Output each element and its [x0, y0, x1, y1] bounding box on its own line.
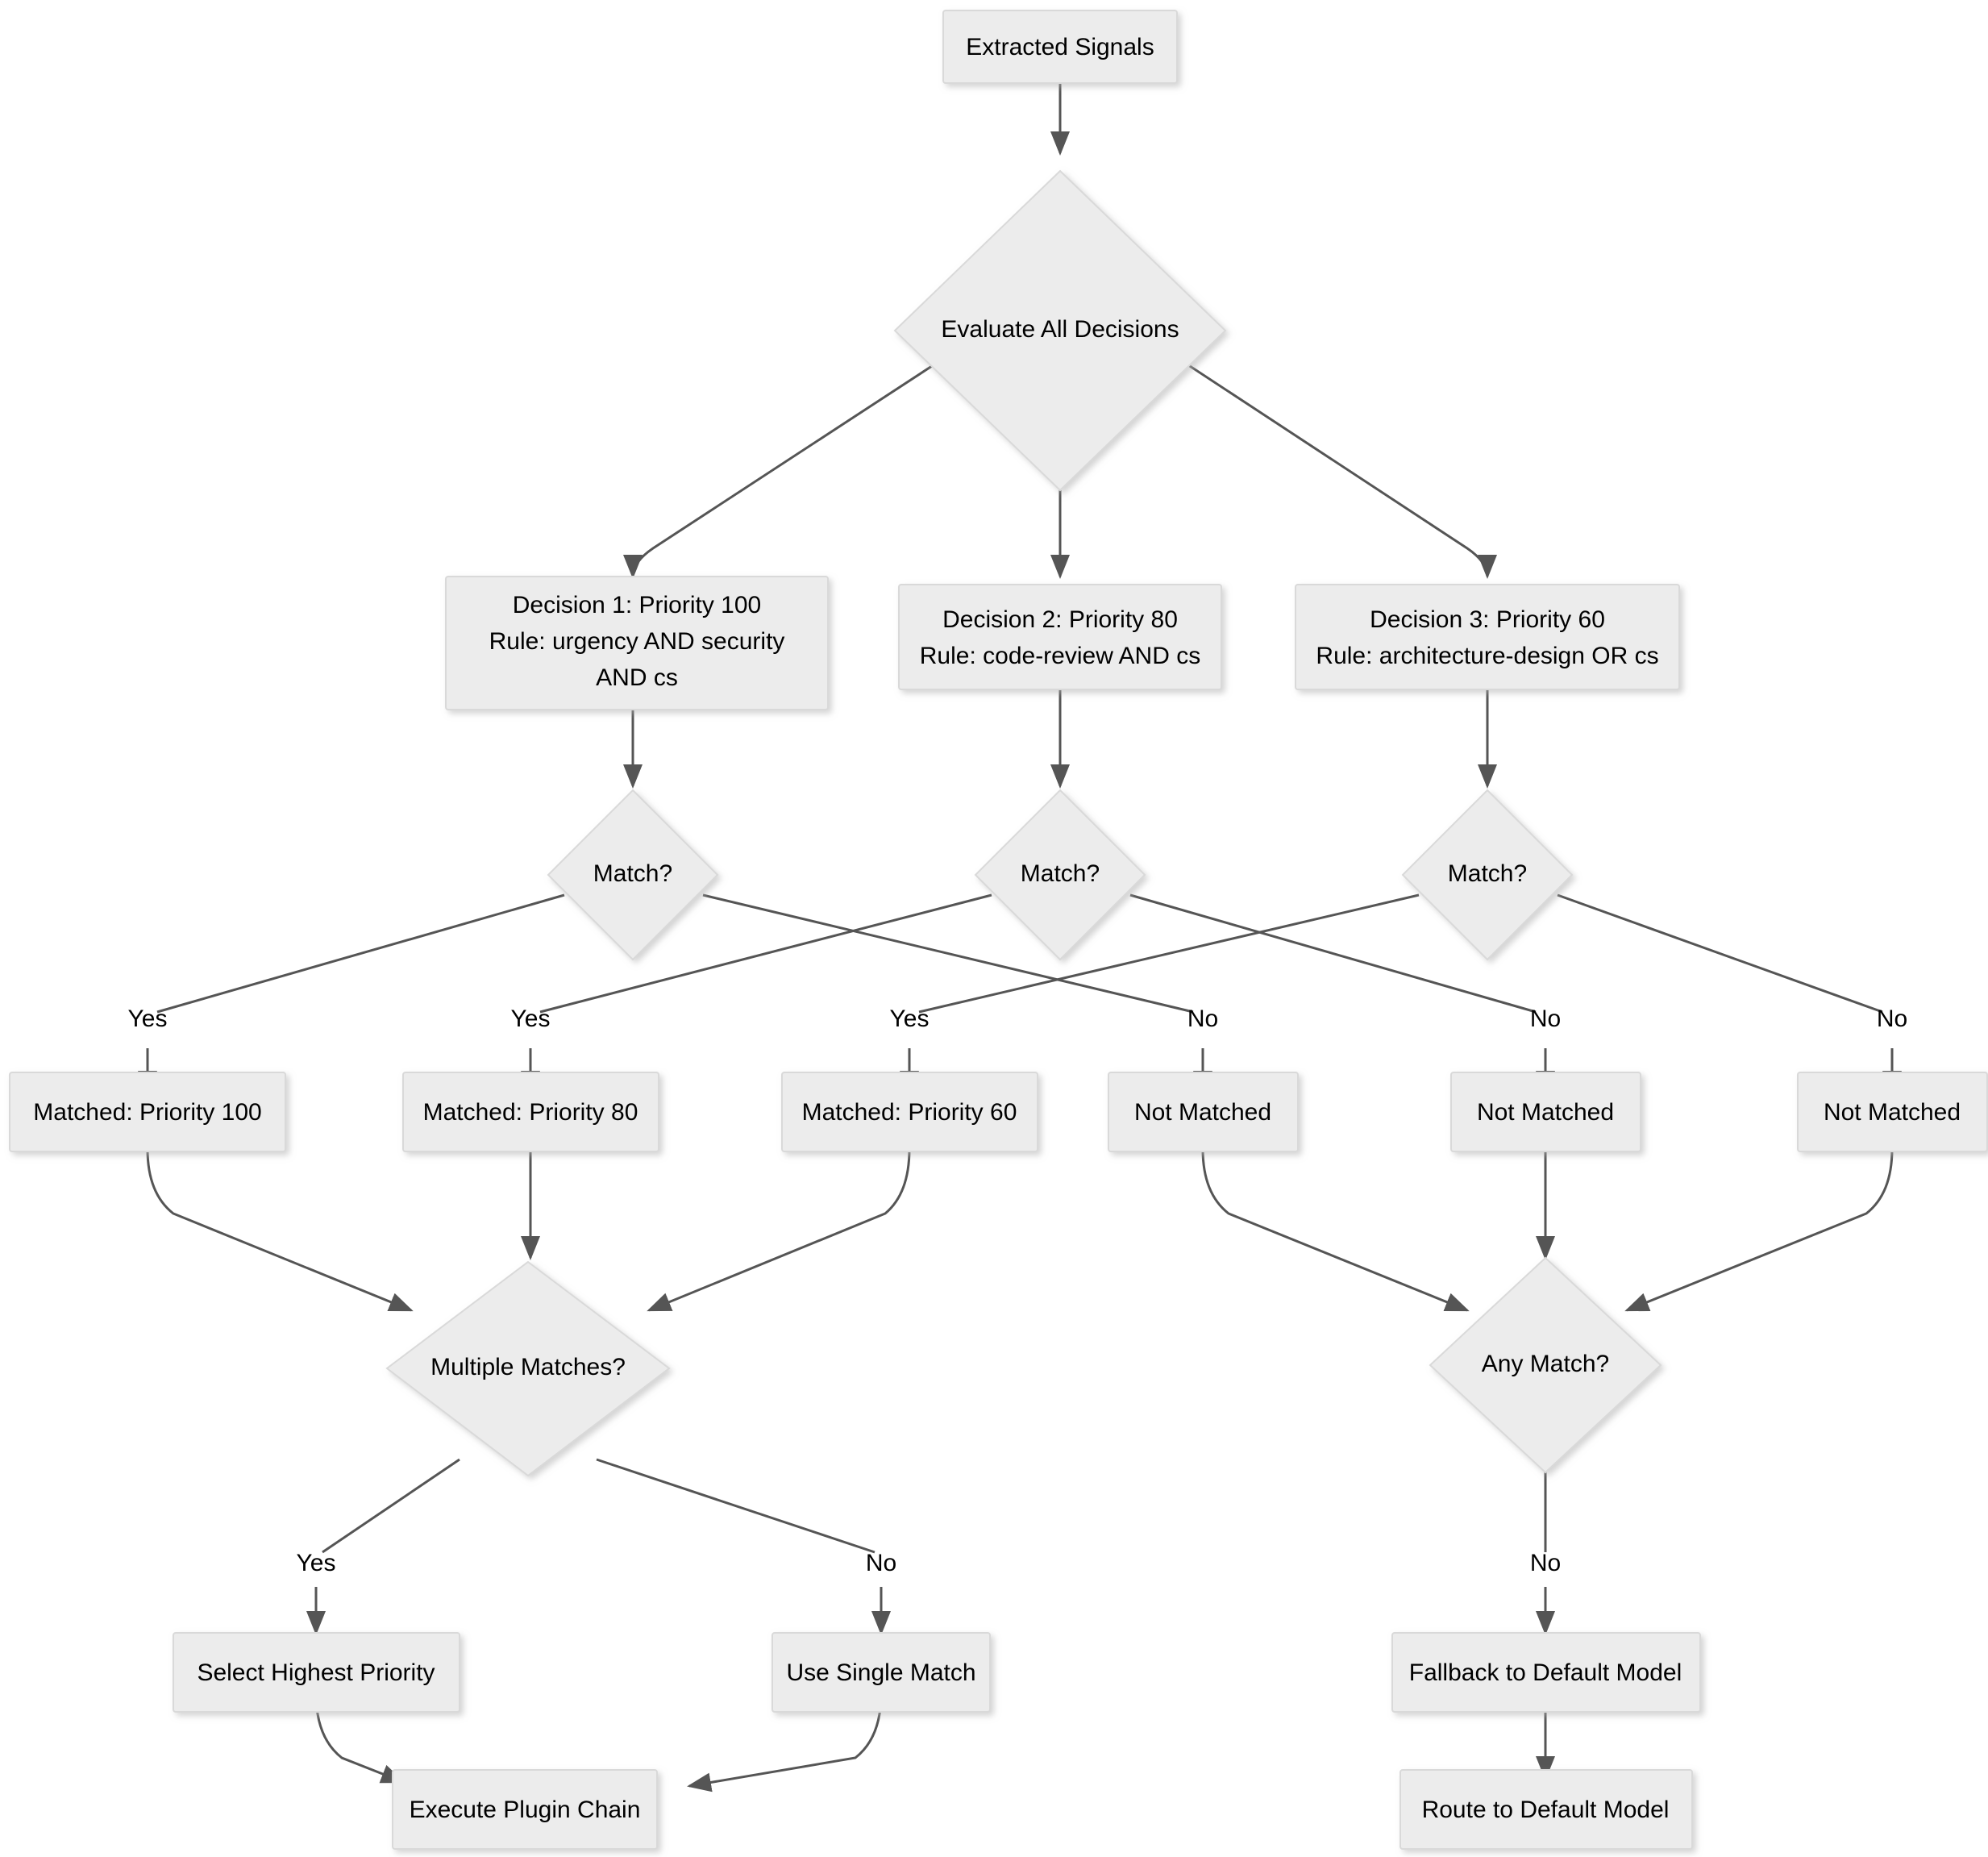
node-use-single-match[interactable]: Use Single Match: [771, 1632, 991, 1713]
edge-match2-no: [1129, 893, 1537, 1014]
node-select-highest-priority-label: Select Highest Priority: [197, 1659, 435, 1686]
node-match-2[interactable]: Match?: [974, 789, 1146, 961]
node-decision-1[interactable]: Decision 1: Priority 100 Rule: urgency A…: [445, 576, 829, 710]
node-evaluate-all-decisions-label: Evaluate All Decisions: [941, 316, 1179, 343]
edge-matched60-multiple: [647, 1148, 911, 1312]
edge-label-no-multiple: No: [866, 1550, 896, 1576]
node-decision-3-shape[interactable]: [1295, 584, 1680, 690]
node-multiple-matches-shape[interactable]: [385, 1260, 671, 1477]
node-fallback-to-default-model-shape[interactable]: [1391, 1632, 1701, 1713]
node-match-2-shape[interactable]: [974, 789, 1146, 961]
node-match-2-label: Match?: [1021, 860, 1100, 887]
node-matched-priority-60-label: Matched: Priority 60: [802, 1099, 1017, 1126]
node-decision-1-line-3: AND cs: [596, 664, 678, 691]
node-extracted-signals-shape[interactable]: [942, 10, 1178, 84]
edge-multiple-yes: [322, 1458, 460, 1554]
node-use-single-match-label: Use Single Match: [786, 1659, 975, 1686]
edge-match1-yes: [156, 893, 565, 1014]
node-matched-priority-100[interactable]: Matched: Priority 100: [9, 1072, 286, 1152]
edge-evaluate-decision1: [623, 349, 956, 579]
node-select-highest-priority-shape[interactable]: [173, 1632, 460, 1713]
node-matched-priority-100-label: Matched: Priority 100: [33, 1099, 261, 1126]
node-route-to-default-model[interactable]: Route to Default Model: [1400, 1769, 1693, 1850]
node-not-matched-2-label: Not Matched: [1477, 1099, 1614, 1126]
node-match-1-shape[interactable]: [547, 789, 719, 961]
node-not-matched-2[interactable]: Not Matched: [1450, 1072, 1641, 1152]
node-match-3[interactable]: Match?: [1401, 789, 1574, 961]
node-decision-1-line-1: Decision 1: Priority 100: [513, 592, 761, 618]
node-not-matched-1[interactable]: Not Matched: [1108, 1072, 1299, 1152]
node-any-match-shape[interactable]: [1429, 1256, 1662, 1474]
node-match-3-shape[interactable]: [1401, 789, 1574, 961]
node-matched-priority-80-label: Matched: Priority 80: [423, 1099, 638, 1126]
edge-match2-yes: [539, 893, 992, 1014]
edge-label-yes-multiple: Yes: [297, 1550, 336, 1576]
edge-labels-layer: Yes Yes Yes No No No Yes No No: [128, 1006, 1908, 1576]
edge-evaluate-decision3: [1166, 349, 1497, 579]
node-match-1[interactable]: Match?: [547, 789, 719, 961]
edge-label-no-2: No: [1530, 1006, 1561, 1032]
edge-match3-yes: [918, 893, 1420, 1014]
node-decision-3[interactable]: Decision 3: Priority 60 Rule: architectu…: [1295, 584, 1680, 690]
edge-multiple-no: [596, 1458, 875, 1554]
node-evaluate-all-decisions[interactable]: Evaluate All Decisions: [893, 169, 1227, 492]
node-execute-plugin-chain[interactable]: Execute Plugin Chain: [392, 1769, 658, 1850]
node-extracted-signals-label: Extracted Signals: [966, 34, 1154, 60]
edge-notmatched1-anymatch: [1201, 1148, 1470, 1312]
node-match-3-label: Match?: [1448, 860, 1527, 887]
node-use-single-match-shape[interactable]: [771, 1632, 991, 1713]
node-decision-2-shape[interactable]: [898, 584, 1222, 690]
node-decision-1-line-2: Rule: urgency AND security: [489, 628, 785, 655]
node-decision-2[interactable]: Decision 2: Priority 80 Rule: code-revie…: [898, 584, 1222, 690]
node-not-matched-1-shape[interactable]: [1108, 1072, 1299, 1152]
edge-label-yes-3: Yes: [890, 1006, 930, 1032]
node-multiple-matches[interactable]: Multiple Matches?: [385, 1260, 671, 1477]
node-matched-priority-60[interactable]: Matched: Priority 60: [781, 1072, 1038, 1152]
edge-label-no-anymatch: No: [1530, 1550, 1561, 1576]
node-multiple-matches-label: Multiple Matches?: [430, 1354, 626, 1380]
edge-label-no-1: No: [1187, 1006, 1218, 1032]
node-not-matched-2-shape[interactable]: [1450, 1072, 1641, 1152]
edges-layer: [138, 83, 1902, 1792]
node-fallback-to-default-model[interactable]: Fallback to Default Model: [1391, 1632, 1701, 1713]
node-execute-plugin-chain-label: Execute Plugin Chain: [410, 1797, 641, 1823]
node-not-matched-1-label: Not Matched: [1134, 1099, 1271, 1126]
edge-label-no-3: No: [1877, 1006, 1907, 1032]
node-decision-2-line-2: Rule: code-review AND cs: [920, 643, 1200, 669]
node-evaluate-all-decisions-shape[interactable]: [893, 169, 1227, 492]
edge-label-yes-1: Yes: [128, 1006, 168, 1032]
edge-notmatched3-anymatch: [1624, 1148, 1894, 1312]
edge-matched100-multiple: [146, 1148, 414, 1312]
node-decision-3-line-2: Rule: architecture-design OR cs: [1316, 643, 1658, 669]
node-matched-priority-100-shape[interactable]: [9, 1072, 286, 1152]
node-route-to-default-model-shape[interactable]: [1400, 1769, 1693, 1850]
edge-match1-no: [702, 893, 1194, 1014]
node-decision-3-line-1: Decision 3: Priority 60: [1370, 606, 1605, 633]
node-route-to-default-model-label: Route to Default Model: [1422, 1797, 1670, 1823]
node-decision-1-shape[interactable]: [445, 576, 829, 710]
node-execute-plugin-chain-shape[interactable]: [392, 1769, 658, 1850]
node-extracted-signals[interactable]: Extracted Signals: [942, 10, 1178, 84]
node-not-matched-3-label: Not Matched: [1824, 1099, 1961, 1126]
nodes-layer: Extracted Signals Evaluate All Decisions…: [9, 10, 1988, 1850]
node-matched-priority-80[interactable]: Matched: Priority 80: [402, 1072, 659, 1152]
node-not-matched-3[interactable]: Not Matched: [1797, 1072, 1988, 1152]
node-any-match-label: Any Match?: [1482, 1351, 1609, 1377]
edge-label-yes-2: Yes: [511, 1006, 551, 1032]
node-not-matched-3-shape[interactable]: [1797, 1072, 1988, 1152]
node-matched-priority-60-shape[interactable]: [781, 1072, 1038, 1152]
node-select-highest-priority[interactable]: Select Highest Priority: [173, 1632, 460, 1713]
edge-match3-no: [1557, 893, 1883, 1014]
node-decision-2-line-1: Decision 2: Priority 80: [942, 606, 1178, 633]
node-matched-priority-80-shape[interactable]: [402, 1072, 659, 1152]
node-fallback-to-default-model-label: Fallback to Default Model: [1409, 1659, 1682, 1686]
node-match-1-label: Match?: [593, 860, 672, 887]
node-any-match[interactable]: Any Match?: [1429, 1256, 1662, 1474]
